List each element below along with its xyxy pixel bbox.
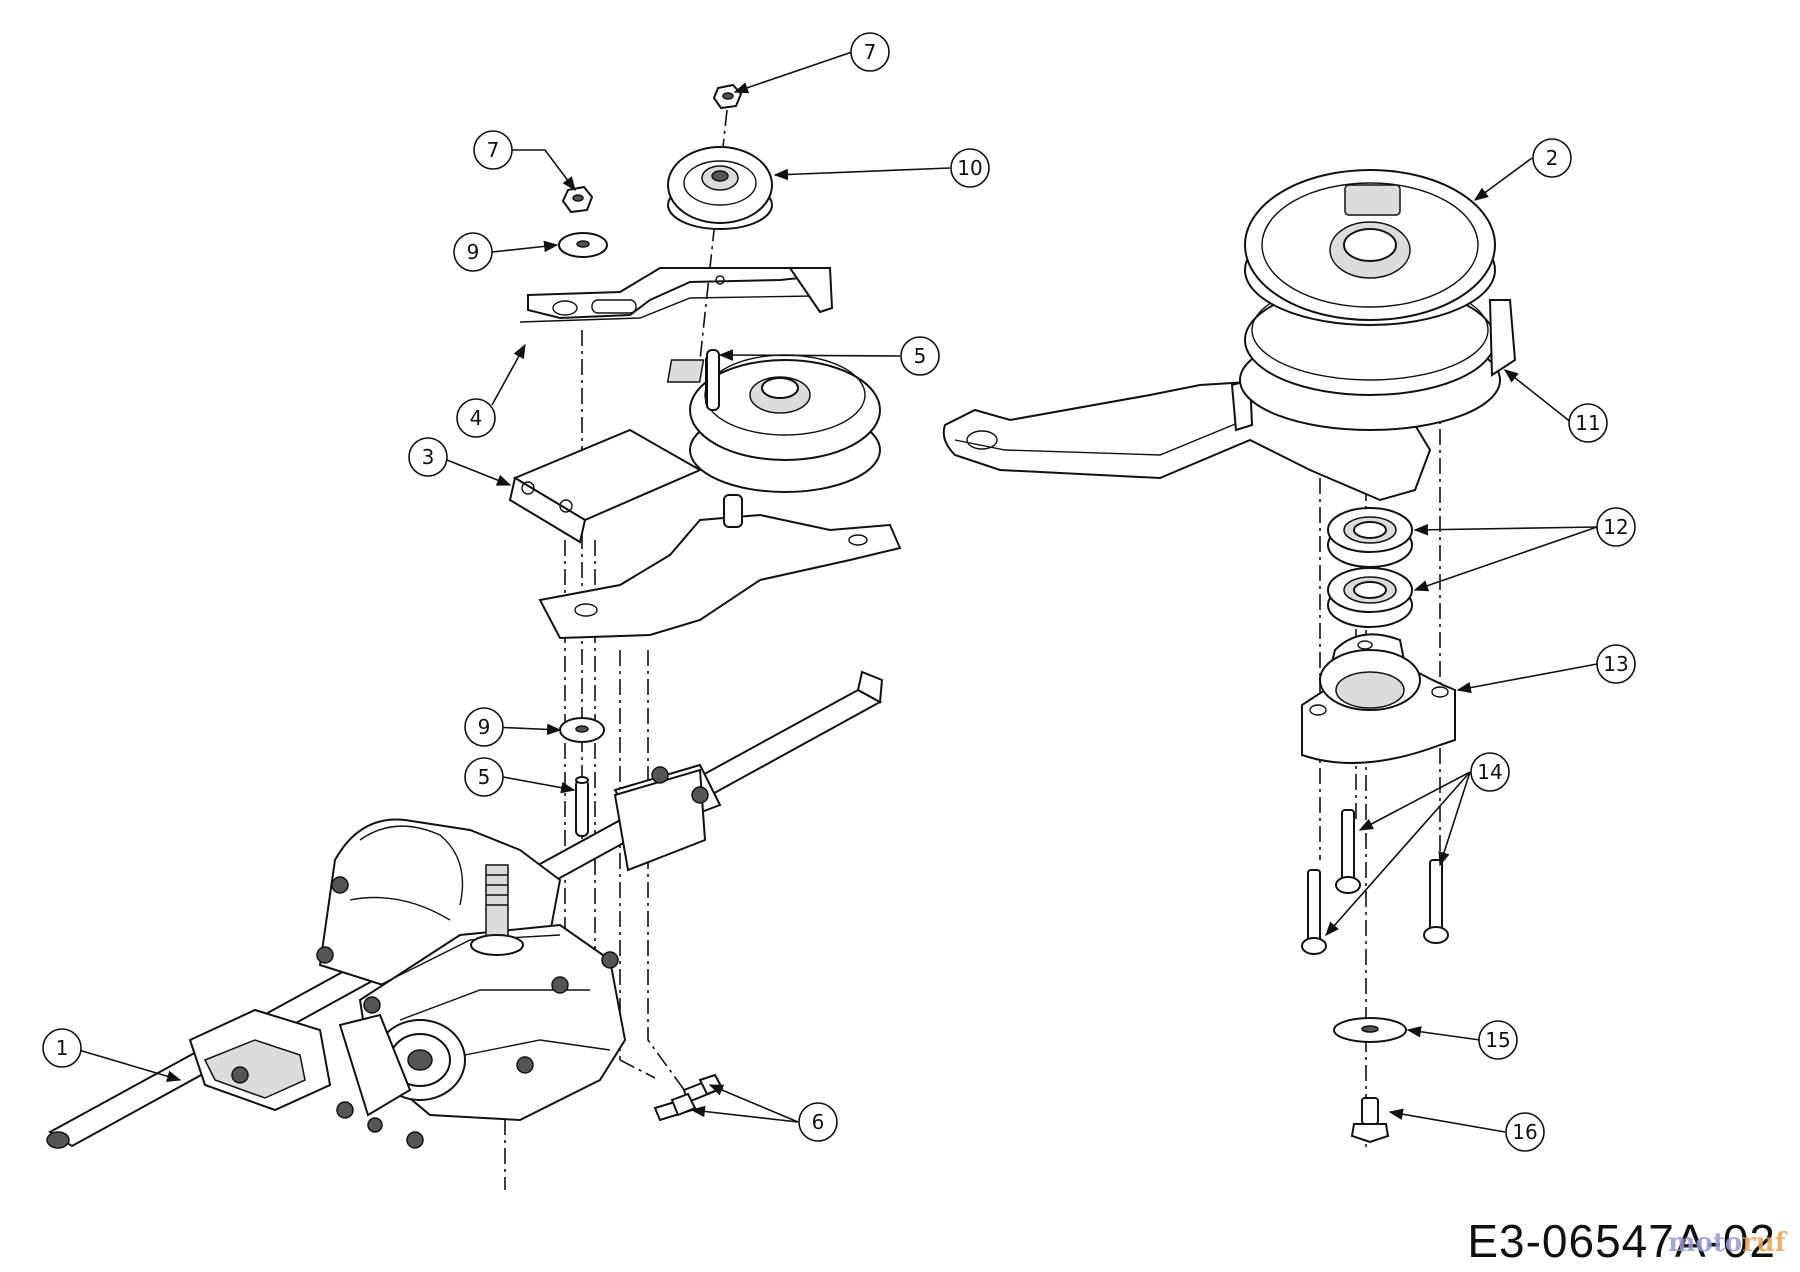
callout-5-lower: 5 xyxy=(464,757,504,797)
drive-pulley-assembly-right xyxy=(942,169,1517,502)
leader-lines xyxy=(71,51,1598,1133)
pin-upper xyxy=(706,349,720,411)
callout-3: 3 xyxy=(408,437,448,477)
svg-text:9: 9 xyxy=(467,240,480,264)
svg-text:7: 7 xyxy=(487,138,500,162)
pin-lower xyxy=(575,776,589,837)
svg-text:1: 1 xyxy=(56,1036,69,1060)
callout-6: 6 xyxy=(798,1102,838,1142)
callout-7-top: 7 xyxy=(850,32,890,72)
callout-12: 12 xyxy=(1596,507,1636,547)
svg-text:13: 13 xyxy=(1603,652,1628,676)
washer-lower xyxy=(559,717,605,743)
bearing-lower xyxy=(1327,567,1413,628)
flat-washer xyxy=(1333,1017,1407,1043)
bolts-lower xyxy=(653,1073,724,1122)
callout-15: 15 xyxy=(1478,1020,1518,1060)
svg-text:12: 12 xyxy=(1603,515,1628,539)
svg-text:2: 2 xyxy=(1546,146,1559,170)
drawing-code: E3-06547A-02 xyxy=(1467,1215,1776,1267)
callout-11: 11 xyxy=(1568,403,1608,443)
bearing-upper xyxy=(1327,507,1413,568)
transaxle xyxy=(46,670,884,1149)
svg-text:7: 7 xyxy=(864,40,877,64)
callout-1: 1 xyxy=(42,1028,82,1068)
callout-5-upper: 5 xyxy=(900,336,940,376)
center-bolt xyxy=(1350,1097,1390,1144)
flange-hub xyxy=(1301,633,1456,764)
idler-arm-bracket xyxy=(519,267,834,323)
callout-14: 14 xyxy=(1470,752,1510,792)
callout-7-left: 7 xyxy=(473,130,513,170)
watermark-logo: motoruf xyxy=(1667,1228,1786,1258)
callout-2: 2 xyxy=(1532,138,1572,178)
callout-9-upper: 9 xyxy=(453,232,493,272)
hex-nut-left xyxy=(561,185,594,214)
svg-text:3: 3 xyxy=(422,445,435,469)
flange-bolts xyxy=(1301,809,1449,955)
svg-text:11: 11 xyxy=(1575,411,1600,435)
callout-13: 13 xyxy=(1596,644,1636,684)
washer-upper xyxy=(558,232,608,258)
svg-text:5: 5 xyxy=(478,765,491,789)
svg-text:9: 9 xyxy=(478,715,491,739)
mounting-bracket xyxy=(508,428,703,544)
svg-text:15: 15 xyxy=(1485,1028,1510,1052)
callout-4: 4 xyxy=(456,398,496,438)
svg-text:10: 10 xyxy=(957,156,982,180)
svg-text:4: 4 xyxy=(470,406,483,430)
hex-nut-top xyxy=(712,83,743,110)
callout-16: 16 xyxy=(1505,1112,1545,1152)
callout-9-lower: 9 xyxy=(464,707,504,747)
svg-text:6: 6 xyxy=(812,1110,825,1134)
idler-pulley xyxy=(667,146,773,230)
svg-text:14: 14 xyxy=(1477,760,1502,784)
callout-10: 10 xyxy=(950,148,990,188)
drive-pulley-assembly-left xyxy=(538,354,902,640)
svg-text:5: 5 xyxy=(914,344,927,368)
svg-text:16: 16 xyxy=(1512,1120,1537,1144)
